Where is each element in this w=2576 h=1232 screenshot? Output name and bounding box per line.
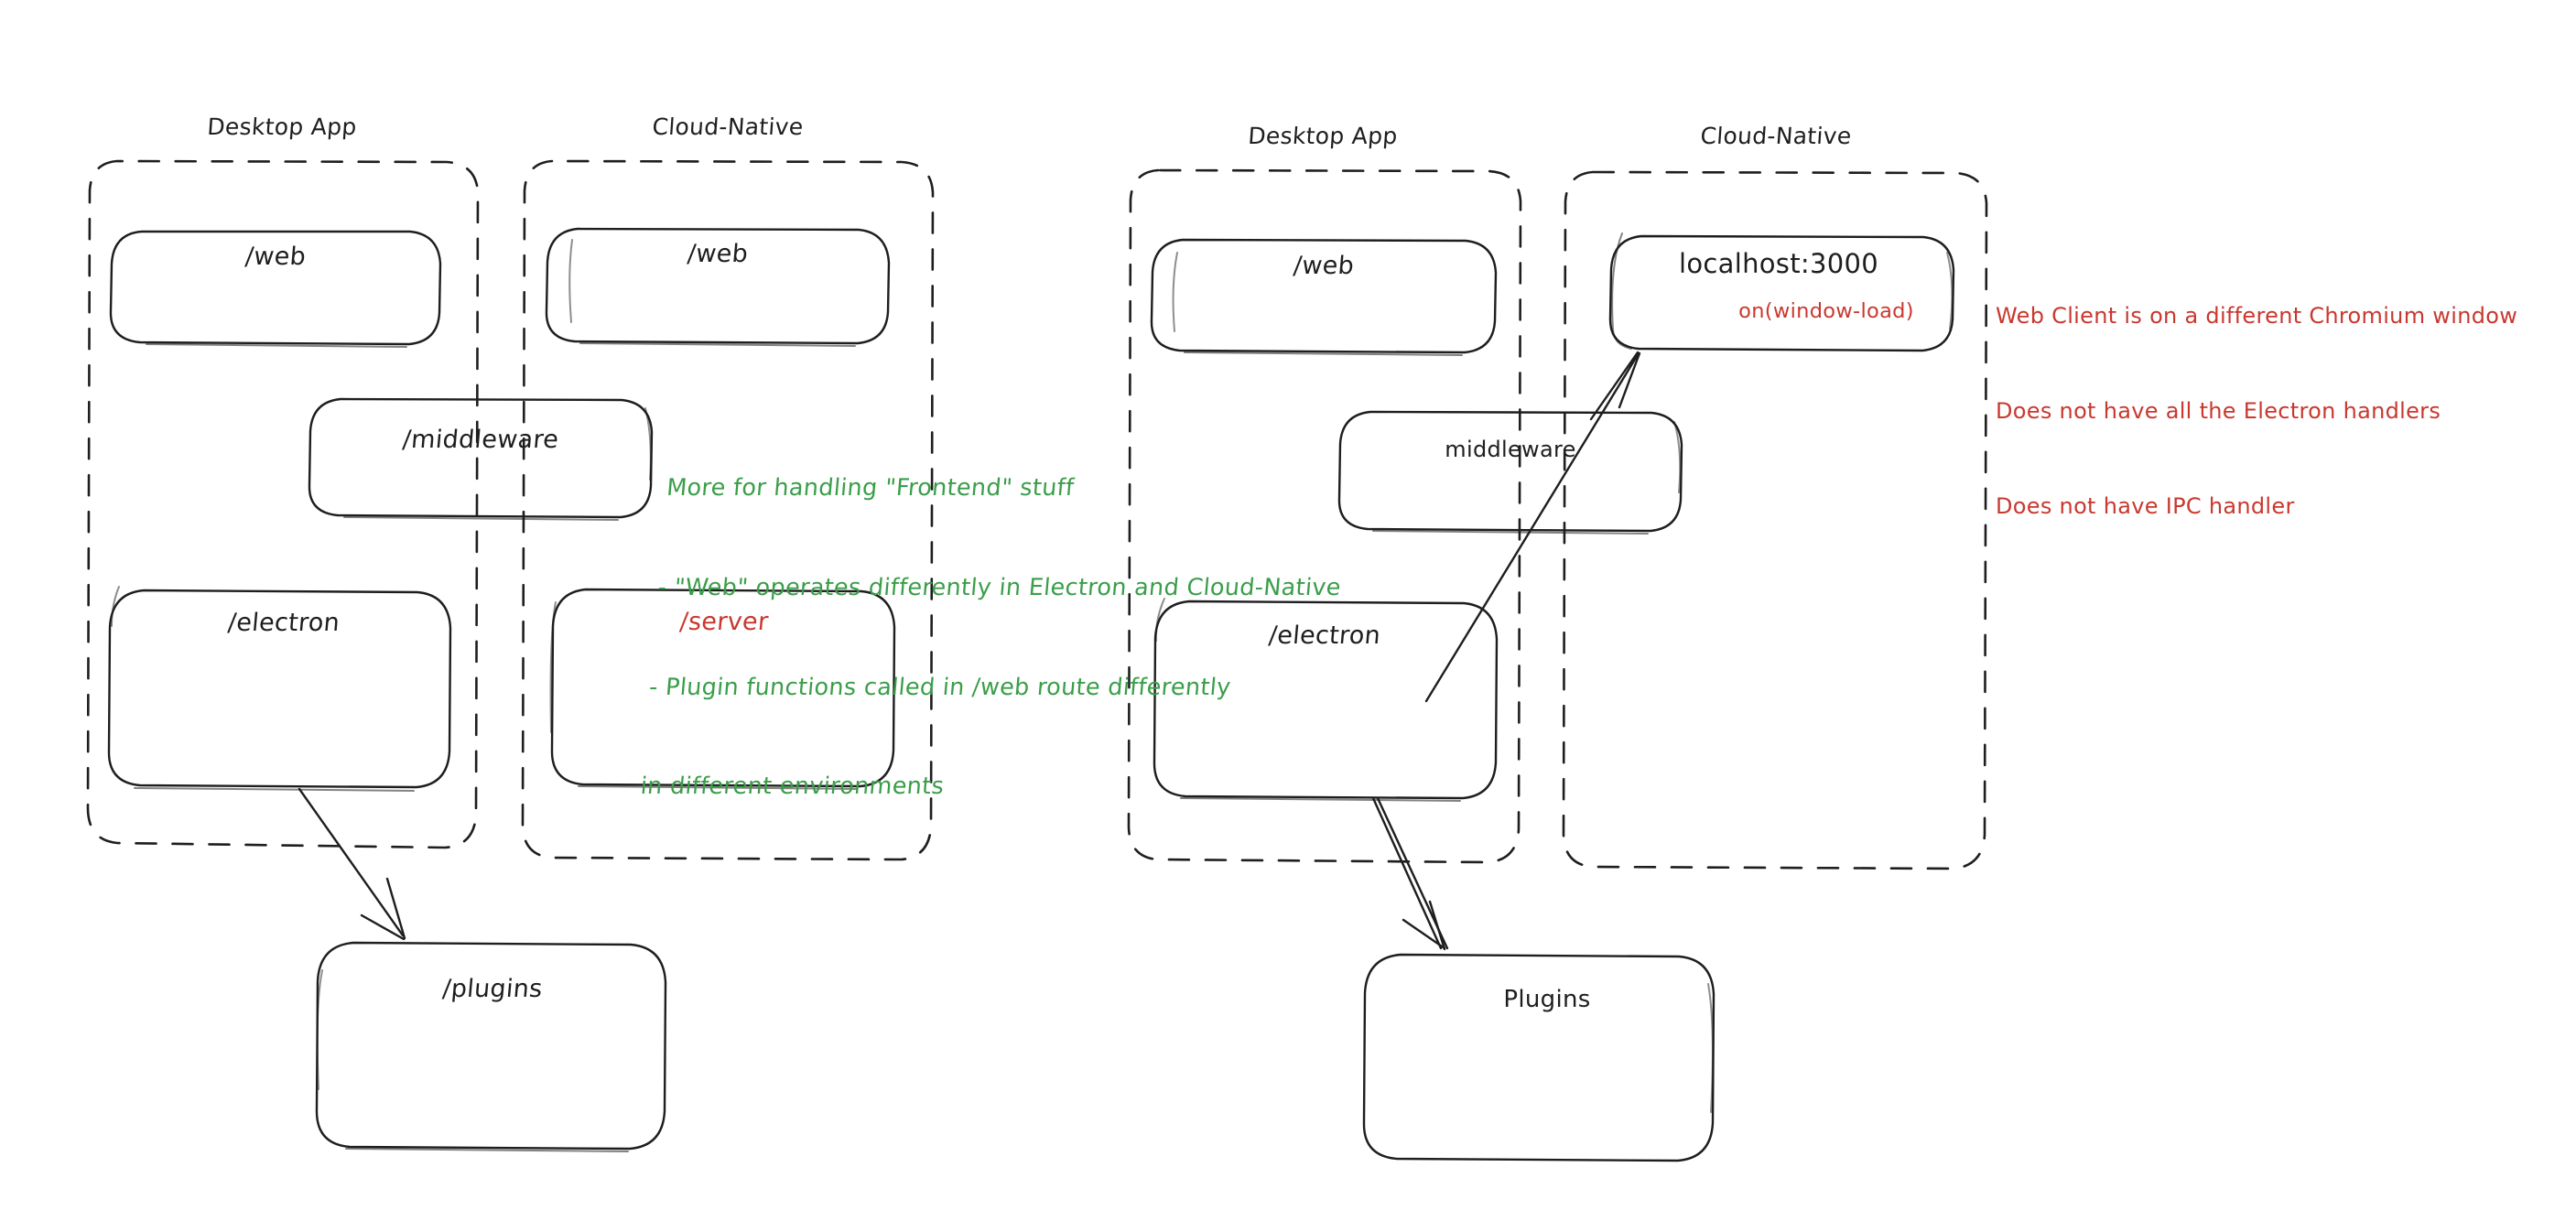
- right-annotation-line-1: Web Client is on a different Chromium wi…: [1996, 302, 2518, 329]
- left-cloud-web-box[interactable]: [545, 227, 891, 347]
- right-localhost-sub-label: on(window-load): [1738, 299, 1914, 323]
- left-plugins-label: /plugins: [441, 975, 544, 1003]
- left-electron-label: /electron: [226, 609, 341, 637]
- right-middleware-label: middleware: [1445, 437, 1576, 462]
- right-electron-to-plugins-arrow: [1371, 796, 1449, 951]
- left-annotation-line-4: in different environments: [639, 773, 946, 801]
- right-middleware-box[interactable]: [1337, 410, 1683, 535]
- right-annotation: Web Client is on a different Chromium wi…: [1996, 236, 2517, 587]
- right-plugins-box[interactable]: [1362, 953, 1716, 1162]
- right-desktop-app-title: Desktop App: [1247, 123, 1399, 149]
- left-electron-box[interactable]: [107, 586, 452, 792]
- left-annotation-line-2: - "Web" operates differently in Electron…: [656, 574, 1343, 602]
- right-cloud-native-title: Cloud-Native: [1699, 123, 1853, 149]
- right-electron-label: /electron: [1267, 621, 1382, 650]
- left-middleware-label: /middleware: [401, 426, 560, 454]
- left-electron-to-plugins-arrow: [298, 787, 406, 941]
- left-cloud-native-title: Cloud-Native: [651, 113, 805, 140]
- right-annotation-line-2: Does not have all the Electron handlers: [1996, 397, 2441, 424]
- left-cloud-web-label: /web: [686, 240, 750, 268]
- left-server-box[interactable]: [549, 588, 896, 790]
- right-annotation-line-3: Does not have IPC handler: [1996, 493, 2295, 520]
- right-localhost-box[interactable]: [1608, 232, 1955, 352]
- right-electron-box[interactable]: [1153, 598, 1499, 802]
- right-localhost-label: localhost:3000: [1679, 248, 1878, 279]
- left-annotation-line-1: More for handling "Frontend" stuff: [665, 474, 1076, 503]
- left-desktop-app-title: Desktop App: [206, 113, 358, 140]
- right-desktop-web-label: /web: [1292, 252, 1356, 280]
- left-plugins-box[interactable]: [315, 941, 667, 1152]
- left-middleware-box[interactable]: [308, 397, 654, 521]
- left-desktop-web-label: /web: [244, 243, 308, 271]
- left-cloud-native-container[interactable]: [521, 159, 935, 861]
- right-plugins-label: Plugins: [1503, 986, 1591, 1013]
- left-desktop-app-container[interactable]: [86, 159, 480, 849]
- left-annotation-line-3: - Plugin functions called in /web route …: [647, 673, 1232, 701]
- left-desktop-web-box[interactable]: [109, 230, 442, 348]
- right-electron-to-localhost-arrow: [1424, 351, 1641, 703]
- right-desktop-web-box[interactable]: [1150, 238, 1498, 356]
